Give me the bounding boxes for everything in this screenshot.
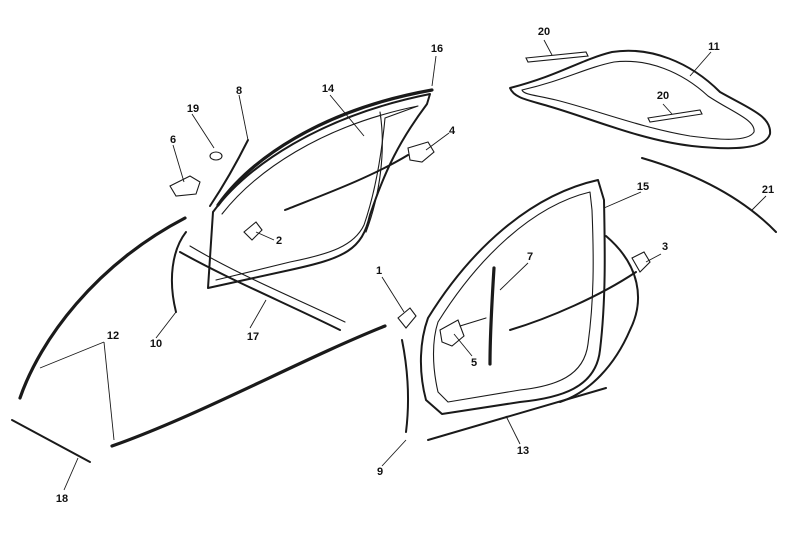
callout-14: 14 bbox=[322, 83, 335, 95]
callout-6: 6 bbox=[170, 134, 176, 146]
part-17-seal-b bbox=[189, 245, 346, 323]
part-20-strip-upper bbox=[525, 51, 589, 63]
callout-5: 5 bbox=[471, 357, 477, 369]
part-15-door-frame-outer bbox=[419, 179, 606, 415]
part-19-cap bbox=[209, 151, 223, 161]
callout-20-lower: 20 bbox=[657, 90, 669, 102]
part-18-strip bbox=[11, 419, 91, 463]
callout-12: 12 bbox=[107, 330, 119, 342]
part-4-bracket bbox=[407, 141, 435, 163]
callout-4: 4 bbox=[449, 125, 456, 137]
part-7-run-channel bbox=[488, 266, 496, 366]
part-5-arm bbox=[459, 317, 487, 327]
part-20-strip-lower bbox=[647, 109, 703, 123]
part-2-clip bbox=[243, 221, 263, 241]
part-12-upper-seal bbox=[18, 216, 187, 400]
callout-21: 21 bbox=[762, 184, 774, 196]
part-9-strip bbox=[401, 339, 410, 433]
callout-11: 11 bbox=[708, 41, 720, 53]
callout-9: 9 bbox=[377, 466, 383, 478]
part-11-roof-seal-inner bbox=[521, 60, 755, 140]
part-3-rear-seal bbox=[559, 235, 639, 403]
part-14-inner-rail bbox=[365, 111, 383, 233]
part-6-bracket bbox=[169, 175, 201, 197]
part-16-upper-frame-seal bbox=[216, 88, 434, 207]
callout-labels: 1 2 3 4 5 6 7 8 9 10 11 12 13 14 15 16 1… bbox=[56, 26, 774, 505]
callout-20-upper: 20 bbox=[538, 26, 550, 38]
callout-8: 8 bbox=[236, 85, 242, 97]
part-4-guide-rail bbox=[284, 154, 409, 211]
callout-17: 17 bbox=[247, 331, 259, 343]
leader-lines bbox=[39, 39, 767, 491]
callout-3: 3 bbox=[662, 241, 668, 253]
callout-7: 7 bbox=[527, 251, 533, 263]
part-13-sill-strip bbox=[427, 387, 607, 441]
callout-19: 19 bbox=[187, 103, 199, 115]
callout-13: 13 bbox=[517, 445, 529, 457]
part-15-door-frame-inner bbox=[433, 191, 594, 403]
callout-16: 16 bbox=[431, 43, 443, 55]
callout-18: 18 bbox=[56, 493, 68, 505]
belt-strip bbox=[509, 271, 637, 331]
part-12-lower-seal bbox=[110, 324, 387, 448]
part-8-strip bbox=[209, 139, 249, 207]
callout-10: 10 bbox=[150, 338, 162, 350]
part-1-bracket bbox=[397, 307, 417, 329]
part-14-window-frame-outer bbox=[207, 93, 431, 289]
part-21-strip bbox=[641, 157, 777, 233]
part-11-roof-seal-outer bbox=[509, 49, 772, 150]
part-10-post-seal bbox=[170, 231, 187, 313]
callout-1: 1 bbox=[376, 265, 382, 277]
part-17-seal-a bbox=[179, 251, 341, 331]
callout-15: 15 bbox=[637, 181, 649, 193]
part-3-hinge bbox=[631, 251, 651, 273]
callout-2: 2 bbox=[276, 235, 282, 247]
